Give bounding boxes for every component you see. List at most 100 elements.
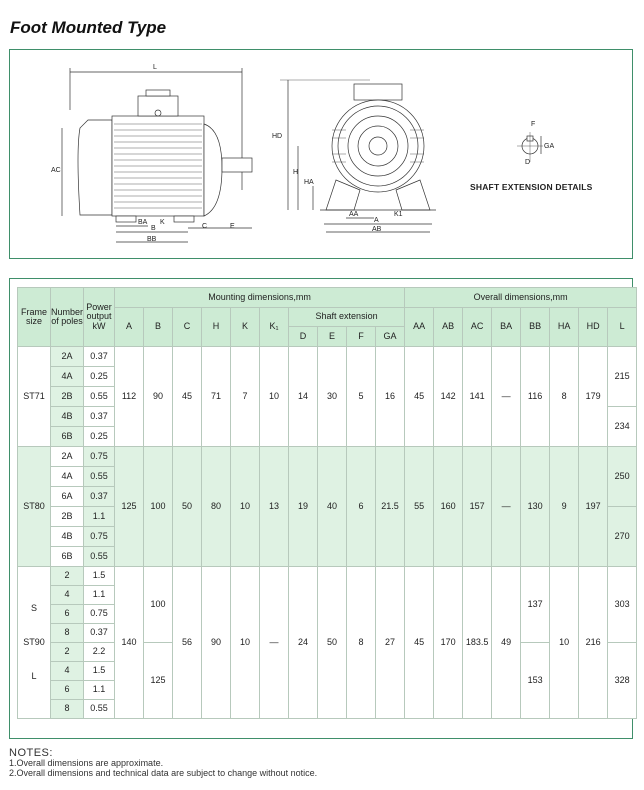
header-power: Power output kW (83, 287, 115, 347)
label-f: F (531, 121, 535, 128)
poles-cell: 8 (50, 699, 84, 719)
header-b: B (143, 307, 173, 347)
table-row: ST80 2A 0.75 125 100 50 80 10 13 19 40 6… (17, 446, 638, 567)
cell-aa: 45 (404, 346, 435, 447)
note-item: 1.Overall dimensions are approximate. (9, 758, 164, 768)
poles-cell: 2B (50, 506, 84, 527)
cell-d: 19 (288, 446, 318, 567)
header-bb: BB (520, 307, 551, 347)
poles-cell: 4 (50, 661, 84, 681)
power-cell: 0.25 (83, 366, 115, 387)
cell-aa: 55 (404, 446, 435, 567)
cell-ac: 157 (462, 446, 493, 567)
page-title: Foot Mounted Type (10, 18, 167, 37)
power-cell: 0.55 (83, 386, 115, 407)
header-ac: AC (462, 307, 493, 347)
cell-bb: 153 (520, 642, 551, 719)
cell-h: 71 (201, 346, 231, 447)
header-e: E (317, 326, 347, 347)
label-bb: BB (147, 236, 157, 243)
label-k1: K1 (394, 211, 403, 218)
notes-title: NOTES: (9, 747, 53, 759)
header-k1: K₁ (259, 307, 289, 347)
power-cell: 0.75 (83, 446, 115, 467)
cell-b: 100 (143, 446, 173, 567)
cell-f: 6 (346, 446, 376, 567)
frame-cell: ST80 (17, 446, 51, 567)
header-ha: HA (549, 307, 580, 347)
label-h: H (293, 169, 298, 176)
table-row: ST71 2A 0.37 112 90 45 71 7 10 14 30 5 1… (17, 346, 638, 447)
cell-b: 125 (143, 642, 173, 719)
cell-k: 10 (230, 566, 260, 719)
poles-cell: 2B (50, 386, 84, 407)
cell-bb: 116 (520, 346, 551, 447)
header-d: D (288, 326, 318, 347)
header-h: H (201, 307, 231, 347)
cell-d: 14 (288, 346, 318, 447)
power-cell: 0.55 (83, 546, 115, 567)
label-a: A (374, 217, 379, 224)
label-ha: HA (304, 179, 314, 186)
note-item: 2.Overall dimensions and technical data … (9, 768, 318, 778)
cell-ha: 10 (549, 566, 580, 719)
cell-ha: 8 (549, 346, 580, 447)
side-view: L (51, 64, 253, 243)
poles-cell: 4 (50, 585, 84, 605)
power-cell: 1.1 (83, 680, 115, 700)
cell-ba: 49 (491, 566, 522, 719)
label-ab: AB (372, 226, 382, 233)
cell-ba: — (491, 346, 522, 447)
cell-a: 140 (114, 566, 144, 719)
poles-cell: 4A (50, 366, 84, 387)
cell-l: 270 (607, 506, 638, 567)
power-cell: 0.55 (83, 699, 115, 719)
label-e: E (230, 223, 235, 230)
label-l: L (153, 64, 157, 71)
cell-e: 50 (317, 566, 347, 719)
cell-k1: — (259, 566, 289, 719)
frame-l-label: L (31, 671, 37, 682)
cell-l: 250 (607, 446, 638, 507)
header-overall: Overall dimensions,mm (404, 287, 638, 308)
label-k: K (160, 219, 165, 226)
power-cell: 1.5 (83, 661, 115, 681)
shaft-extension-caption: SHAFT EXTENSION DETAILS (470, 182, 593, 192)
header-shaft: Shaft extension (287, 307, 406, 327)
poles-cell: 6B (50, 426, 84, 447)
frame-label: ST90 (23, 636, 45, 647)
poles-cell: 4B (50, 526, 84, 547)
power-cell: 0.37 (83, 406, 115, 427)
header-frame-size: Frame size (17, 287, 51, 347)
header-aa: AA (404, 307, 435, 347)
label-ac: AC (51, 167, 61, 174)
cell-l: 328 (607, 642, 638, 719)
power-cell: 0.75 (83, 604, 115, 624)
cell-ab: 170 (433, 566, 464, 719)
cell-k: 7 (230, 346, 260, 447)
header-k: K (230, 307, 260, 347)
poles-cell: 8 (50, 623, 84, 643)
power-cell: 0.75 (83, 526, 115, 547)
power-cell: 0.37 (83, 623, 115, 643)
cell-l: 234 (607, 406, 638, 447)
cell-l: 303 (607, 566, 638, 643)
header-mounting: Mounting dimensions,mm (113, 287, 406, 308)
power-cell: 2.2 (83, 642, 115, 662)
cell-hd: 197 (578, 446, 609, 567)
cell-bb: 137 (520, 566, 551, 643)
motor-drawings: L (51, 64, 554, 243)
cell-ga: 21.5 (374, 446, 406, 567)
poles-cell: 2A (50, 346, 84, 367)
header-ga: GA (374, 326, 406, 347)
cell-f: 8 (346, 566, 376, 719)
cell-bb: 130 (520, 446, 551, 567)
power-cell: 0.37 (83, 346, 115, 367)
cell-ba: — (491, 446, 522, 567)
cell-h: 80 (201, 446, 231, 567)
header-l: L (607, 307, 638, 347)
cell-hd: 216 (578, 566, 609, 719)
power-cell: 1.1 (83, 585, 115, 605)
cell-h: 90 (201, 566, 231, 719)
table-row: S ST90 L 2 1.5 140 100 56 90 10 — 24 50 … (17, 566, 638, 719)
